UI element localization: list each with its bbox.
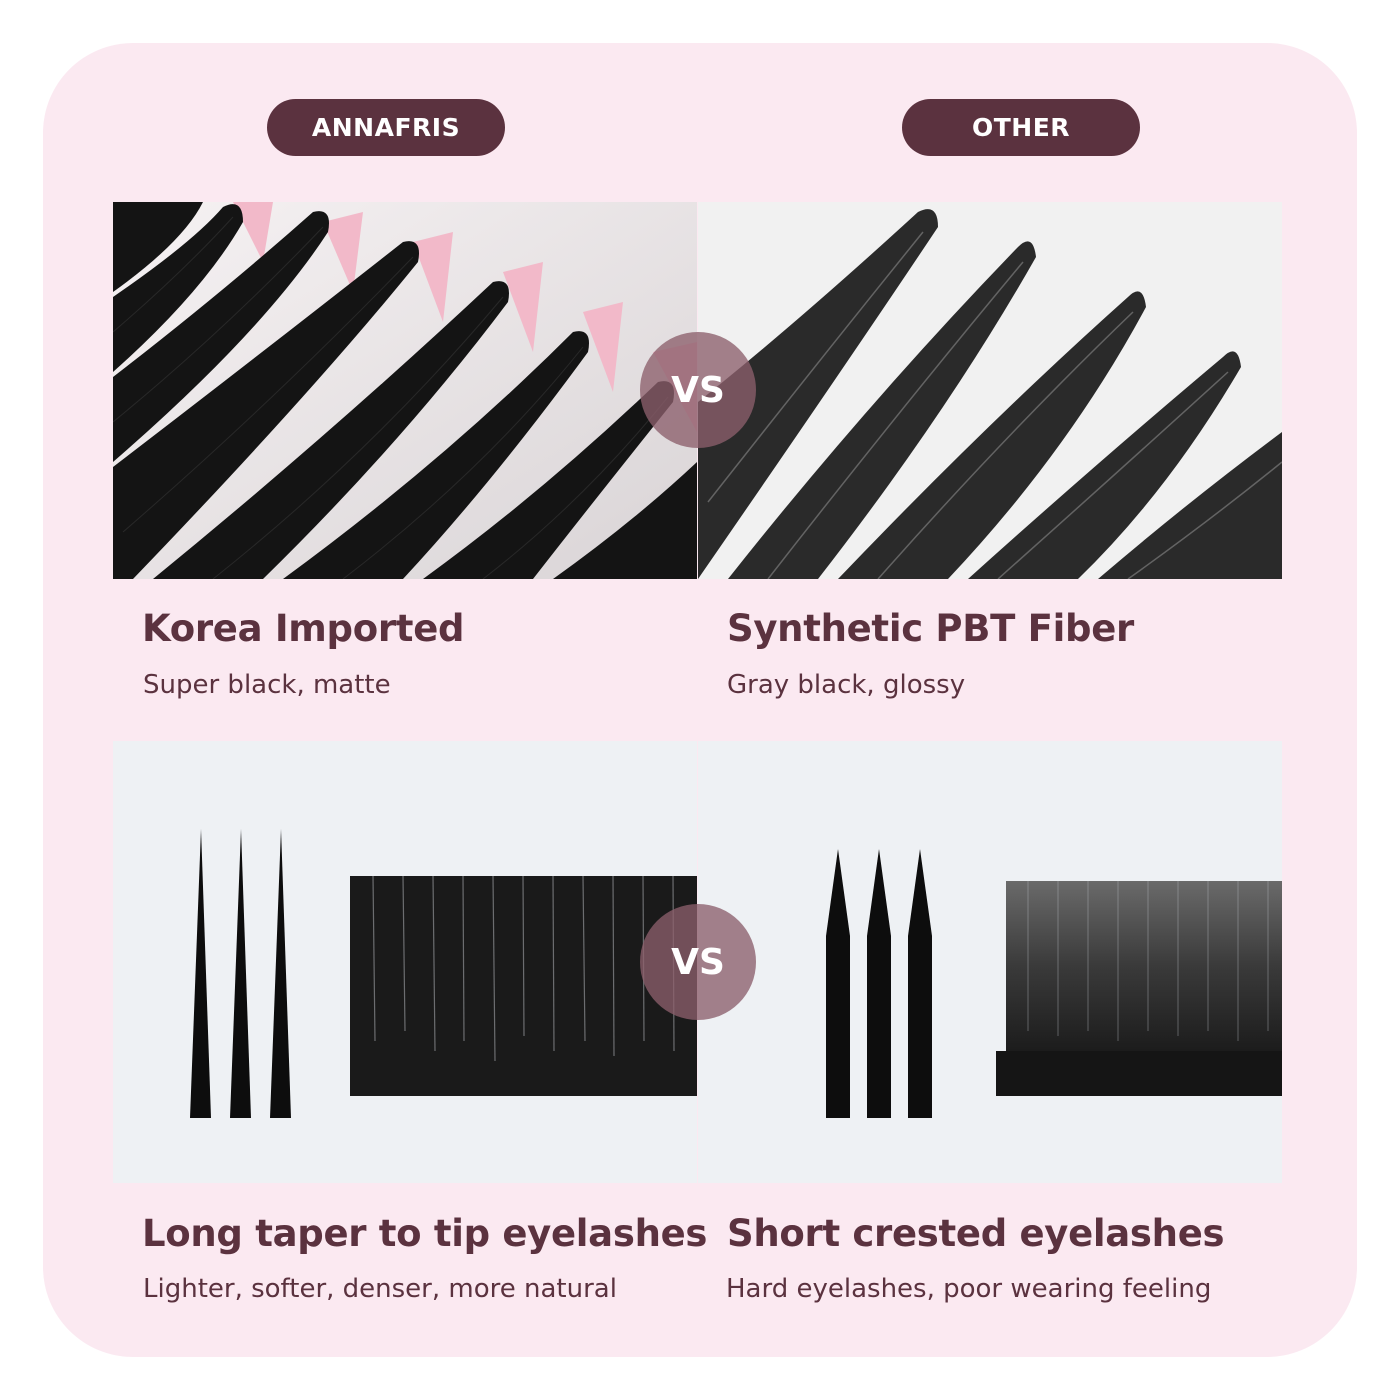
annafris-material-title: Korea Imported	[142, 607, 465, 650]
other-shape-title: Short crested eyelashes	[727, 1212, 1225, 1255]
annafris-taper-photo	[113, 741, 697, 1183]
other-label: OTHER	[902, 99, 1140, 156]
other-shape-subtitle: Hard eyelashes, poor wearing feeling	[726, 1274, 1212, 1304]
other-crested-photo	[698, 741, 1282, 1183]
annafris-lash-tray-photo	[113, 202, 697, 579]
other-lash-tray-photo	[698, 202, 1282, 579]
vs-badge-top: VS	[640, 332, 756, 448]
annafris-shape-title: Long taper to tip eyelashes	[142, 1212, 708, 1255]
annafris-material-subtitle: Super black, matte	[143, 670, 391, 700]
vs-badge-bottom: VS	[640, 904, 756, 1020]
annafris-label: ANNAFRIS	[267, 99, 505, 156]
other-material-title: Synthetic PBT Fiber	[727, 607, 1134, 650]
annafris-shape-subtitle: Lighter, softer, denser, more natural	[143, 1274, 617, 1304]
other-material-subtitle: Gray black, glossy	[727, 670, 966, 700]
